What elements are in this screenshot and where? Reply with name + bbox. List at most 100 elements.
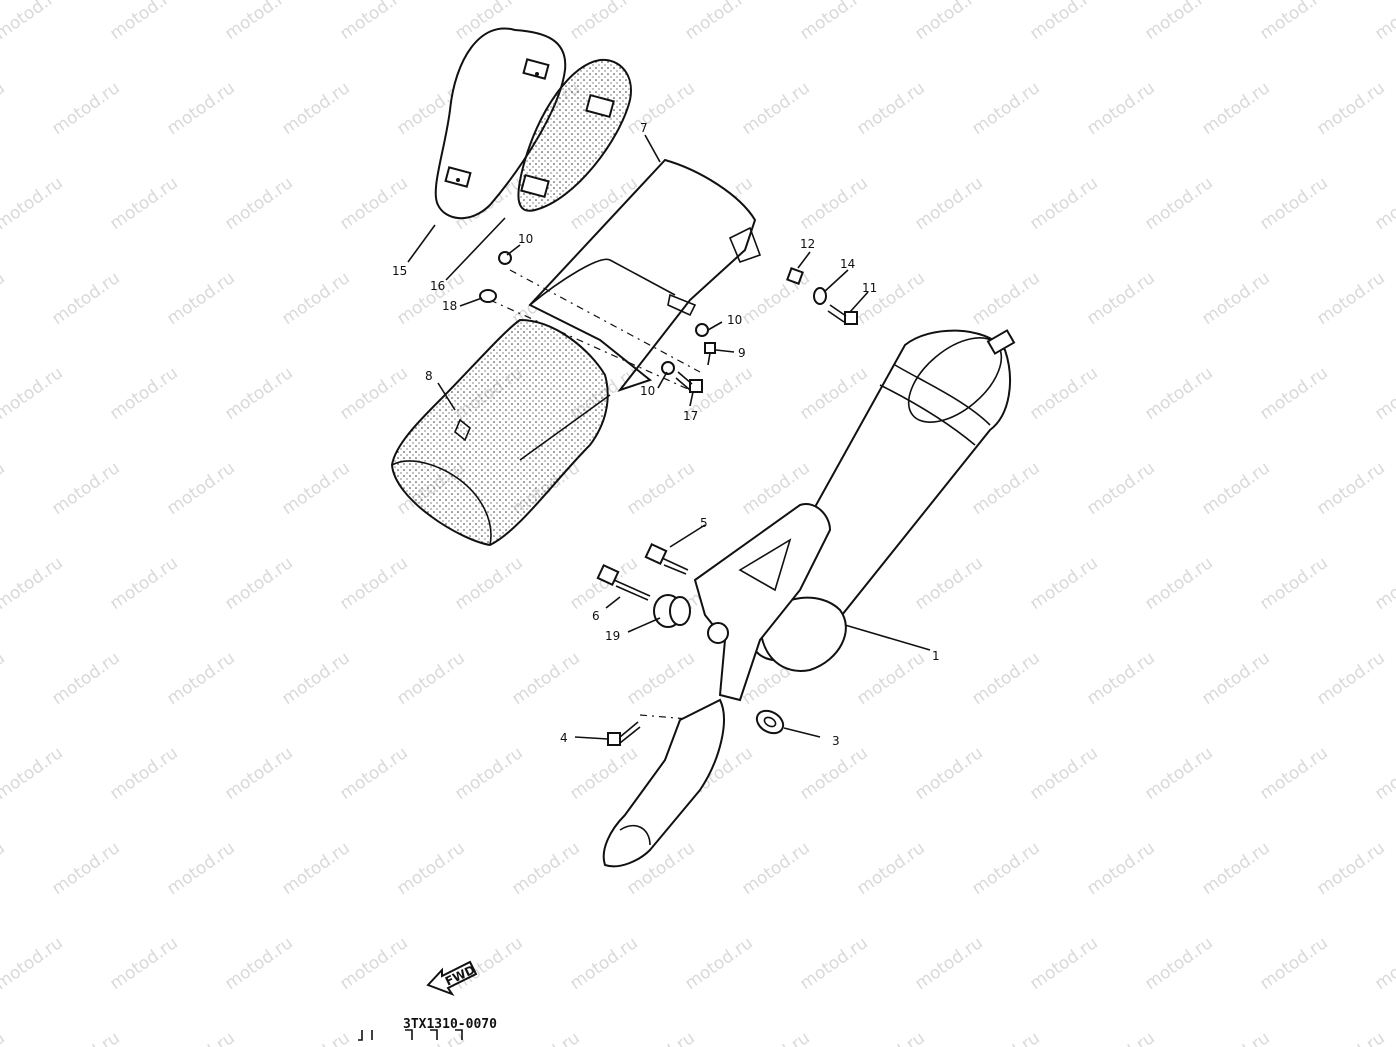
forward-arrow-icon: FWD: [426, 960, 477, 997]
watermark-text: motod.ru: [0, 553, 67, 614]
watermark-text: motod.ru: [796, 173, 871, 234]
watermark-text: motod.ru: [1256, 553, 1331, 614]
watermark-text: motod.ru: [623, 1028, 698, 1047]
watermark-text: motod.ru: [853, 838, 928, 899]
callout-8: 8: [425, 369, 433, 383]
watermark-text: motod.ru: [278, 268, 353, 329]
watermark-text: motod.ru: [968, 648, 1043, 709]
watermark-text: motod.ru: [623, 648, 698, 709]
watermark-text: motod.ru: [1141, 553, 1216, 614]
watermark-text: motod.ru: [106, 173, 181, 234]
leader-lines: [407, 134, 931, 740]
watermark-text: motod.ru: [1141, 0, 1216, 44]
collar-19-part: [653, 594, 691, 628]
watermark-text: motod.ru: [1371, 0, 1396, 44]
watermark-text: motod.ru: [1198, 648, 1273, 709]
watermark-text: motod.ru: [221, 363, 296, 424]
watermark-text: motod.ru: [853, 78, 928, 139]
nut-12-part: [786, 267, 804, 285]
watermark-text: motod.ru: [0, 268, 9, 329]
watermark-text: motod.ru: [853, 1028, 928, 1047]
watermark-text: motod.ru: [968, 838, 1043, 899]
muffler-body-part: [747, 329, 1016, 672]
watermark-text: motod.ru: [336, 743, 411, 804]
watermark-text: motod.ru: [1371, 743, 1396, 804]
watermark-text: motod.ru: [48, 268, 123, 329]
watermark-text: motod.ru: [853, 268, 928, 329]
watermark-text: motod.ru: [221, 553, 296, 614]
watermark-text: motod.ru: [566, 743, 641, 804]
watermark-text: motod.ru: [1026, 0, 1101, 44]
watermark-text: motod.ru: [1371, 933, 1396, 994]
watermark-text: motod.ru: [1198, 458, 1273, 519]
watermark-text: motod.ru: [163, 648, 238, 709]
watermark-text: motod.ru: [1198, 78, 1273, 139]
callout-labels: 1 3 4 5 6 7 8 9 10 10 10 11 12 14 15 16 …: [392, 121, 940, 748]
watermark-text: motod.ru: [336, 553, 411, 614]
watermark-text: motod.ru: [681, 0, 756, 44]
watermark-text: motod.ru: [106, 0, 181, 44]
watermark-text: motod.ru: [48, 648, 123, 709]
bolt-11-part: [827, 304, 858, 325]
watermark-text: motod.ru: [508, 648, 583, 709]
callout-17: 17: [683, 409, 698, 423]
watermark-text: motod.ru: [221, 0, 296, 44]
watermark-text: motod.ru: [221, 933, 296, 994]
watermark-text: motod.ru: [163, 458, 238, 519]
watermark-text: motod.ru: [393, 648, 468, 709]
callout-12: 12: [800, 237, 815, 251]
bolt-4-part: [607, 721, 641, 746]
callout-4: 4: [560, 731, 568, 745]
watermark-text: motod.ru: [738, 1028, 813, 1047]
watermark-text: motod.ru: [1083, 268, 1158, 329]
watermark-text: motod.ru: [1256, 743, 1331, 804]
grommet-18-part: [479, 289, 497, 303]
watermark-text: motod.ru: [336, 0, 411, 44]
watermark-text: motod.ru: [1198, 268, 1273, 329]
watermark-text: motod.ru: [48, 78, 123, 139]
muffler-inner-cover-part: [390, 318, 611, 547]
watermark-text: motod.ru: [738, 838, 813, 899]
watermark-text: motod.ru: [336, 933, 411, 994]
watermark-text: motod.ru: [738, 268, 813, 329]
watermark-text: motod.ru: [1083, 1028, 1158, 1047]
watermark-text: motod.ru: [1083, 78, 1158, 139]
callout-5: 5: [700, 516, 708, 530]
watermark-text: motod.ru: [1256, 363, 1331, 424]
code-footnote-marks: [358, 1029, 463, 1041]
watermark-text: motod.ru: [1256, 0, 1331, 44]
watermark-text: motod.ru: [163, 1028, 238, 1047]
watermark-text: motod.ru: [451, 933, 526, 994]
watermark-text: motod.ru: [911, 0, 986, 44]
watermark-text: motod.ru: [278, 838, 353, 899]
watermark-text: motod.ru: [566, 553, 641, 614]
watermark-text: motod.ru: [163, 268, 238, 329]
watermark-text: motod.ru: [393, 838, 468, 899]
callout-16: 16: [430, 279, 445, 293]
watermark-text: motod.ru: [1141, 933, 1216, 994]
watermark-text: motod.ru: [968, 1028, 1043, 1047]
screw-17-part: [675, 371, 703, 393]
watermark-text: motod.ru: [48, 458, 123, 519]
watermark-text: motod.ru: [796, 743, 871, 804]
watermark-text: motod.ru: [1313, 268, 1388, 329]
heat-shield-insulation-part: [517, 58, 632, 212]
watermark-text: motod.ru: [853, 648, 928, 709]
watermark-text: motod.ru: [738, 78, 813, 139]
heat-shield-outer-part: [434, 27, 567, 220]
watermark-text: motod.ru: [0, 838, 9, 899]
watermark-text: motod.ru: [451, 553, 526, 614]
watermark-text: motod.ru: [1371, 363, 1396, 424]
watermark-text: motod.ru: [1141, 363, 1216, 424]
callout-10c: 10: [640, 384, 655, 398]
watermark-text: motod.ru: [911, 173, 986, 234]
callout-10a: 10: [518, 232, 533, 246]
watermark-text: motod.ru: [1198, 1028, 1273, 1047]
watermark-text: motod.ru: [106, 743, 181, 804]
watermark-text: motod.ru: [336, 173, 411, 234]
watermark-text: motod.ru: [336, 363, 411, 424]
watermark-text: motod.ru: [968, 78, 1043, 139]
watermark-text: motod.ru: [1026, 173, 1101, 234]
watermark-text: motod.ru: [221, 173, 296, 234]
